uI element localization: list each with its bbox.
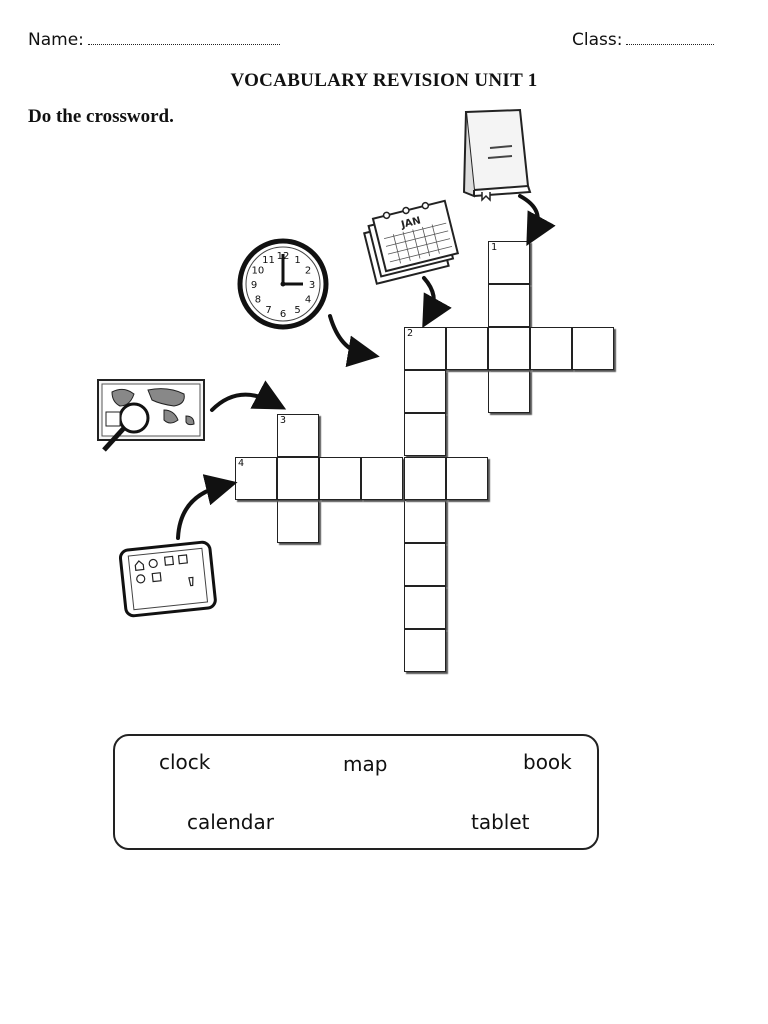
crossword-cell-2-1[interactable]: 2 <box>404 327 446 370</box>
map-icon <box>97 379 205 452</box>
crossword-cell-2-4[interactable] <box>530 327 572 370</box>
name-dotted-line[interactable] <box>87 30 280 45</box>
instruction-text: Do the crossword. <box>28 106 174 127</box>
crossword-cell-3-1[interactable]: 3 <box>277 414 319 457</box>
crossword-cell-4-2[interactable] <box>277 457 319 500</box>
crossword-cell-2-2[interactable] <box>446 327 488 370</box>
crossword-cell-down-3[interactable] <box>404 413 446 456</box>
word-bank-item: calendar <box>187 810 274 834</box>
clock-numeral: 9 <box>251 280 257 291</box>
calendar-month: JAN <box>399 215 422 231</box>
clock-numeral: 10 <box>252 266 265 277</box>
crossword-cell-down-2[interactable] <box>404 370 446 413</box>
tablet-icon <box>118 540 217 618</box>
clock-numeral: 1 <box>294 255 300 266</box>
crossword-cell-down-8[interactable] <box>404 629 446 672</box>
crossword-cell-4-3[interactable] <box>319 457 361 500</box>
word-bank: clock map book calendar tablet <box>113 734 599 850</box>
word-bank-item: tablet <box>471 810 530 834</box>
clock-numeral: 3 <box>309 280 315 291</box>
clock-numeral: 11 <box>262 255 275 266</box>
crossword-cell-4-4[interactable] <box>361 457 403 500</box>
crossword-cell-4-5[interactable] <box>404 457 446 500</box>
crossword-cell-down-5[interactable] <box>404 500 446 543</box>
page-title: VOCABULARY REVISION UNIT 1 <box>230 70 538 91</box>
crossword-cell-3-3[interactable] <box>277 500 319 543</box>
crossword-cell-1-2[interactable] <box>488 284 530 327</box>
word-bank-item: book <box>523 750 572 774</box>
clock-numeral: 2 <box>305 266 311 277</box>
clue-number-3: 3 <box>280 415 287 426</box>
crossword-cell-4-6[interactable] <box>446 457 488 500</box>
calendar-icon: JAN <box>363 199 460 285</box>
clue-number-1: 1 <box>491 242 498 253</box>
clock-icon: 121234567891011 <box>237 238 329 330</box>
crossword-cell-down-6[interactable] <box>404 543 446 586</box>
clue-number-4: 4 <box>238 458 245 469</box>
clue-number-2: 2 <box>407 328 414 339</box>
crossword-cell-1-4[interactable] <box>488 370 530 413</box>
crossword-cell-2-3[interactable] <box>488 327 530 370</box>
crossword-cell-1-1[interactable]: 1 <box>488 241 530 284</box>
word-bank-item: map <box>343 752 388 776</box>
clock-numeral: 6 <box>280 309 286 320</box>
clock-numeral: 8 <box>255 295 261 306</box>
name-field[interactable]: Name: <box>28 30 280 50</box>
crossword-cell-down-7[interactable] <box>404 586 446 629</box>
clock-numeral: 5 <box>294 305 300 316</box>
class-dotted-line[interactable] <box>626 30 715 45</box>
crossword-cell-4-1[interactable]: 4 <box>235 457 277 500</box>
crossword-cell-2-5[interactable] <box>572 327 614 370</box>
word-bank-item: clock <box>159 750 211 774</box>
clock-numeral: 7 <box>265 305 271 316</box>
clock-numeral: 4 <box>305 295 311 306</box>
class-field[interactable]: Class: <box>572 30 715 50</box>
name-label: Name: <box>28 30 84 50</box>
book-icon <box>462 108 532 202</box>
class-label: Class: <box>572 30 623 50</box>
